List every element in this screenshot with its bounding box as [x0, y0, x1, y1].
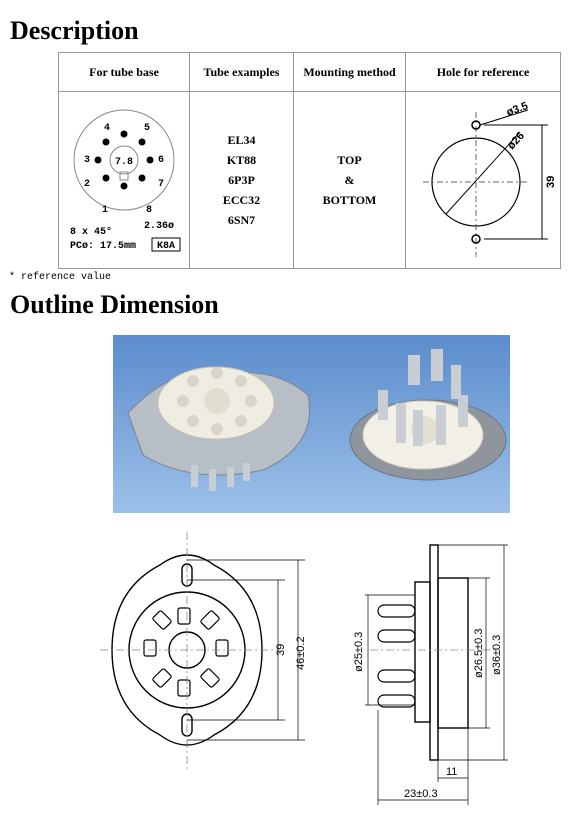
header-tube-base: For tube base	[58, 52, 190, 92]
tube-example: ECC32	[222, 193, 261, 207]
tube-base-diagram: 7.8 8 7 6 5 4 3 2 1 8 x 45° 2.36ø PCø: 1…	[70, 109, 181, 252]
mounting-and: &	[344, 173, 355, 187]
side-dim-265: ø26.5±0.3	[473, 629, 485, 678]
socket-right	[349, 349, 507, 481]
header-tube-examples: Tube examples	[189, 52, 294, 92]
side-dim-11: 11	[446, 766, 457, 778]
tube-examples-cell: EL34 KT88 6P3P ECC32 6SN7	[189, 91, 294, 269]
pin-label-5: 5	[144, 123, 150, 134]
pin-label-7: 7	[158, 179, 164, 190]
pin-dia-label: 2.36ø	[144, 221, 174, 232]
side-dim-36: ø36±0.3	[491, 635, 503, 675]
reference-note: * reference value	[9, 272, 112, 283]
pin-label-2: 2	[84, 179, 90, 190]
socket-left	[127, 366, 310, 491]
angle-label: 8 x 45°	[70, 226, 112, 238]
header-mounting: Mounting method	[293, 52, 406, 92]
section-title-description: Description	[10, 16, 139, 45]
hole-diagram: ø3.5 ø26 39	[423, 100, 557, 257]
hole-large-dia: ø26	[505, 130, 527, 152]
pin-label-4: 4	[104, 123, 110, 134]
pin-dots	[94, 130, 154, 190]
front-view	[100, 532, 305, 770]
pin-label-1: 1	[102, 205, 108, 216]
tube-base-cell: 7.8 8 7 6 5 4 3 2 1 8 x 45° 2.36ø PCø: 1…	[58, 91, 190, 269]
header-hole: Hole for reference	[405, 52, 561, 92]
pin-label-8: 8	[146, 205, 152, 216]
outline-drawings: 39 46±0.2 ø25±0.3 ø26.5±0.3 ø36±0.3 11 2…	[100, 532, 508, 805]
section-title-outline: Outline Dimension	[10, 290, 219, 319]
description-table: For tube base Tube examples Mounting met…	[58, 52, 561, 269]
base-code: K8A	[157, 241, 175, 252]
front-dim-46: 46±0.2	[295, 636, 307, 670]
pin-label-6: 6	[158, 155, 164, 166]
pin-label-3: 3	[84, 155, 90, 166]
side-dim-23: 23±0.3	[404, 788, 438, 800]
side-dim-25: ø25±0.3	[353, 632, 365, 672]
tube-example: EL34	[227, 133, 256, 147]
pcd-label: PCø: 17.5mm	[70, 241, 136, 252]
tube-example: 6SN7	[227, 213, 256, 227]
mounting-bottom: BOTTOM	[322, 193, 377, 207]
tube-example: KT88	[226, 153, 257, 167]
product-photo	[113, 335, 510, 513]
mounting-top: TOP	[337, 153, 362, 167]
hole-small-dia: ø3.5	[505, 100, 530, 119]
tube-example: 6P3P	[228, 173, 255, 187]
hole-cell: ø3.5 ø26 39	[405, 91, 561, 269]
center-label: 7.8	[115, 157, 133, 168]
mounting-cell: TOP & BOTTOM	[293, 91, 406, 269]
front-dim-39: 39	[275, 644, 287, 656]
side-view	[365, 544, 508, 805]
hole-height: 39	[545, 176, 557, 188]
